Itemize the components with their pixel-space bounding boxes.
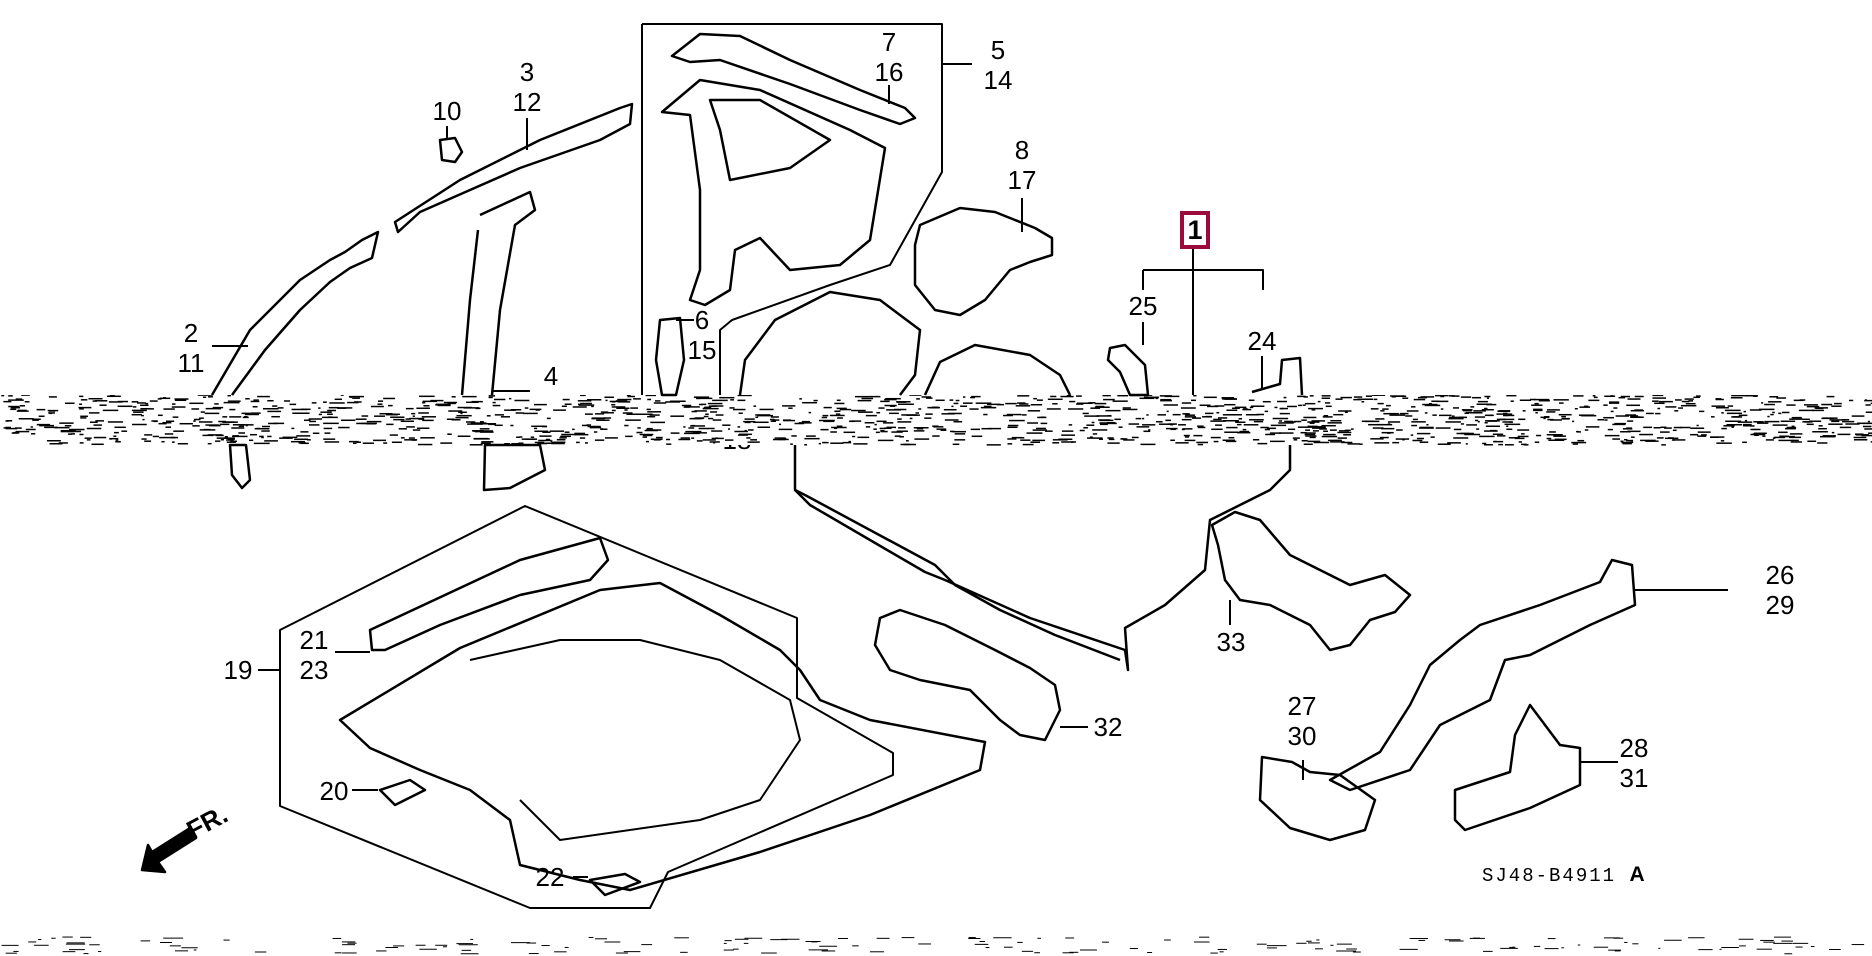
- part-4-lower: [482, 443, 547, 492]
- group-bracket-5-14: [641, 23, 943, 395]
- callout-number: 16: [874, 57, 904, 87]
- callout-number: 4: [543, 361, 559, 391]
- part-front-floor: [338, 581, 987, 892]
- callout-number: 33: [1216, 627, 1246, 657]
- part-2-11-pillar: [210, 230, 380, 396]
- callout-number: 18: [722, 425, 752, 455]
- callout-20[interactable]: 20: [320, 776, 349, 806]
- callout-number: 22: [535, 862, 565, 892]
- callout-2-11[interactable]: 2 11: [178, 318, 205, 378]
- callout-4[interactable]: 4: [544, 361, 558, 391]
- callout-number: 21: [299, 625, 329, 655]
- callout-number: 31: [1619, 763, 1649, 793]
- reference-code-text: SJ48-B4911: [1482, 865, 1617, 887]
- callout-number: 14: [983, 65, 1013, 95]
- part-5-14-window: [708, 98, 832, 182]
- part-21-23: [368, 536, 610, 652]
- part-wheelhouse: [738, 290, 922, 396]
- callout-number: 19: [223, 655, 253, 685]
- callout-number: 28: [1619, 733, 1649, 763]
- diagram-reference-code: SJ48-B4911 A: [1482, 863, 1647, 887]
- callout-number: 1: [1187, 215, 1203, 245]
- part-6-15: [654, 316, 686, 397]
- callout-number: 25: [1128, 291, 1158, 321]
- part-22: [588, 872, 642, 897]
- scan-noise-bottom: [1, 936, 1865, 955]
- callout-26-29[interactable]: 26 29: [1766, 560, 1795, 620]
- callout-number: 10: [432, 96, 462, 126]
- part-4-pillar: [460, 190, 537, 396]
- scan-noise-band: [1, 395, 1872, 446]
- part-27-30: [1258, 755, 1377, 842]
- part-7-16-rail: [670, 32, 917, 126]
- part-8-17: [913, 206, 1054, 317]
- callout-19[interactable]: 19: [224, 655, 253, 685]
- callout-3-12[interactable]: 3 12: [513, 57, 542, 117]
- callout-number: 2: [183, 318, 199, 348]
- callout-10[interactable]: 10: [433, 96, 462, 126]
- callout-6-15[interactable]: 6 15: [688, 305, 717, 365]
- callout-25[interactable]: 25: [1129, 291, 1158, 321]
- callout-number: 15: [687, 335, 717, 365]
- part-front-floor-tunnel: [469, 639, 801, 841]
- part-rear-floor: [793, 445, 1292, 672]
- callout-8-17[interactable]: 8 17: [1008, 135, 1037, 195]
- part-floor-crossmember: [923, 343, 1072, 396]
- callout-number: 3: [519, 57, 535, 87]
- callout-5-14[interactable]: 5 14: [984, 35, 1013, 95]
- front-direction-arrow: [140, 826, 198, 874]
- part-2-11-lower: [228, 443, 252, 490]
- reference-code-suffix: A: [1629, 863, 1647, 886]
- callout-33[interactable]: 33: [1217, 627, 1246, 657]
- callout-number: 5: [990, 35, 1006, 65]
- part-5-14-panel: [660, 78, 887, 307]
- callout-number: 20: [319, 776, 349, 806]
- callout-number: 30: [1287, 721, 1317, 751]
- callout-number: 26: [1765, 560, 1795, 590]
- callout-number: 6: [694, 305, 710, 335]
- callout-27-30[interactable]: 27 30: [1288, 691, 1317, 751]
- part-26-29-frame: [1328, 558, 1637, 792]
- callout-number: 17: [1007, 165, 1037, 195]
- callout-number: 24: [1247, 326, 1277, 356]
- group-bracket-19: [279, 505, 894, 909]
- callout-number: 23: [299, 655, 329, 685]
- callout-number: 8: [1014, 135, 1030, 165]
- callout-number: 12: [512, 87, 542, 117]
- part-3-12-rail: [393, 102, 634, 234]
- callout-28-31[interactable]: 28 31: [1620, 733, 1649, 793]
- part-28-31: [1453, 703, 1582, 832]
- part-32: [873, 608, 1062, 742]
- callout-number: 11: [177, 348, 205, 378]
- part-33: [1210, 510, 1412, 652]
- callout-7-16[interactable]: 7 16: [875, 27, 904, 87]
- bracket-1: [1142, 269, 1264, 290]
- callout-22[interactable]: 22: [536, 862, 565, 892]
- callout-number: 32: [1093, 712, 1123, 742]
- part-10-clip: [438, 136, 464, 164]
- part-20: [378, 778, 427, 807]
- part-rear-floor-side: [794, 488, 1121, 662]
- callout-number: 7: [881, 27, 897, 57]
- callout-1-highlighted[interactable]: 1: [1180, 211, 1210, 249]
- part-25: [1106, 343, 1150, 397]
- callout-21-23[interactable]: 21 23: [300, 625, 329, 685]
- callout-24[interactable]: 24: [1248, 326, 1277, 356]
- part-24: [1251, 356, 1304, 396]
- callout-number: 27: [1287, 691, 1317, 721]
- callout-32[interactable]: 32: [1094, 712, 1123, 742]
- callout-18[interactable]: 18: [722, 425, 752, 455]
- callout-number: 29: [1765, 590, 1795, 620]
